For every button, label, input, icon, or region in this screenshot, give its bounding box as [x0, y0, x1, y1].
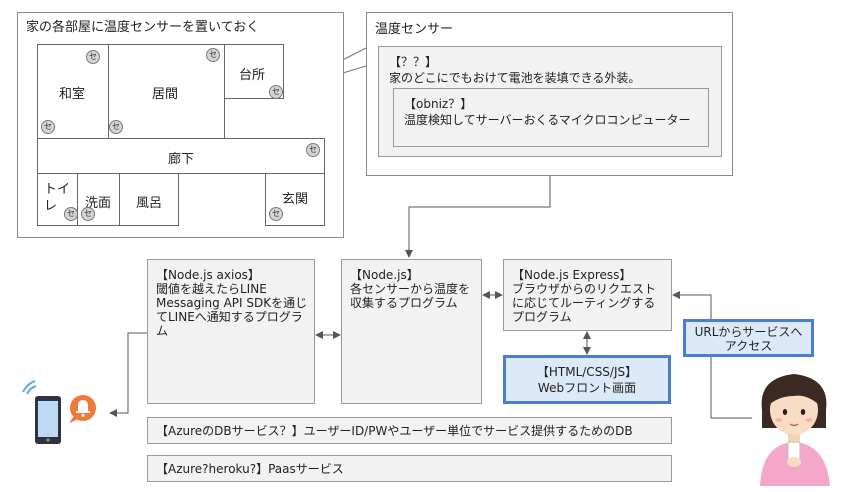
sensor-icon[interactable]: セ: [86, 50, 100, 64]
line-notification-icon: [69, 395, 96, 423]
axios-title: 【Node.js axios】: [156, 268, 260, 282]
url-access-text: URLからサービスへアクセス: [694, 325, 803, 353]
axios-box: 【Node.js axios】 閾値を越えたらLINE Messaging AP…: [147, 259, 315, 404]
axios-desc: 閾値を越えたらLINE Messaging API SDKを通じてLINEへ通知…: [156, 282, 308, 338]
user-with-phone-icon: [760, 374, 830, 486]
room-genkan-label: 玄関: [282, 192, 309, 207]
smartphone-icon: [22, 380, 96, 444]
obniz-title: 【obniz？】: [404, 97, 473, 111]
sensor-icon[interactable]: セ: [109, 120, 123, 134]
sensor-icon[interactable]: セ: [269, 207, 283, 221]
paas-text: 【Azure?heroku?】Paasサービス: [156, 462, 344, 476]
db-text: 【AzureのDBサービス？】ユーザーID/PWやユーザー単位でサービス提供する…: [156, 424, 633, 438]
room-furo-label: 風呂: [136, 196, 163, 211]
case-desc: 家のどこにでもおけて電池を装填できる外装。: [389, 71, 641, 85]
room-toilet-label: トイレ: [44, 182, 71, 214]
front-title: 【HTML/CSS/JS】: [536, 365, 638, 379]
paas-box: 【Azure?heroku?】Paasサービス: [147, 455, 672, 482]
room-rouka-label: 廊下: [168, 152, 195, 167]
db-box: 【AzureのDBサービス？】ユーザーID/PWやユーザー単位でサービス提供する…: [147, 417, 672, 444]
room-ima-label: 居間: [152, 87, 179, 102]
room-furo: 風呂: [119, 173, 179, 226]
node-desc: 各センサーから温度を収集するプログラム: [350, 282, 471, 310]
sensor-panel-title: 温度センサー: [375, 22, 454, 37]
sensor-icon[interactable]: セ: [206, 48, 220, 62]
arrow-obniz-to-node: [405, 147, 551, 258]
url-access-box: URLからサービスへアクセス: [683, 319, 814, 357]
case-title: 【？？】: [389, 55, 438, 69]
node-box: 【Node.js】 各センサーから温度を収集するプログラム: [341, 259, 482, 404]
obniz-box: 【obniz？】 温度検知してサーバーおくるマイクロコンピューター: [393, 88, 709, 147]
front-desc: Webフロント画面: [537, 381, 637, 395]
front-box: 【HTML/CSS/JS】 Webフロント画面: [503, 355, 671, 404]
express-desc: ブラウザからのリクエストに応じてルーティングするプログラム: [512, 282, 657, 324]
express-box: 【Node.js Express】 ブラウザからのリクエストに応じてルーティング…: [503, 259, 672, 331]
sensor-icon[interactable]: セ: [41, 120, 55, 134]
room-rouka: 廊下: [37, 138, 325, 174]
room-daidokoro-label: 台所: [239, 68, 266, 83]
sensor-icon[interactable]: セ: [269, 85, 283, 99]
room-washitsu-label: 和室: [59, 87, 86, 102]
sensor-icon[interactable]: セ: [64, 207, 78, 221]
sensor-icon[interactable]: セ: [81, 207, 95, 221]
sensor-icon[interactable]: セ: [306, 143, 320, 157]
house-title: 家の各部屋に温度センサーを置いておく: [26, 20, 260, 35]
obniz-desc: 温度検知してサーバーおくるマイクロコンピューター: [404, 113, 691, 127]
room-ima: 居間: [108, 44, 225, 139]
node-title: 【Node.js】: [350, 268, 419, 282]
express-title: 【Node.js Express】: [512, 268, 632, 282]
arrow-axios-to-phone: [109, 332, 148, 417]
